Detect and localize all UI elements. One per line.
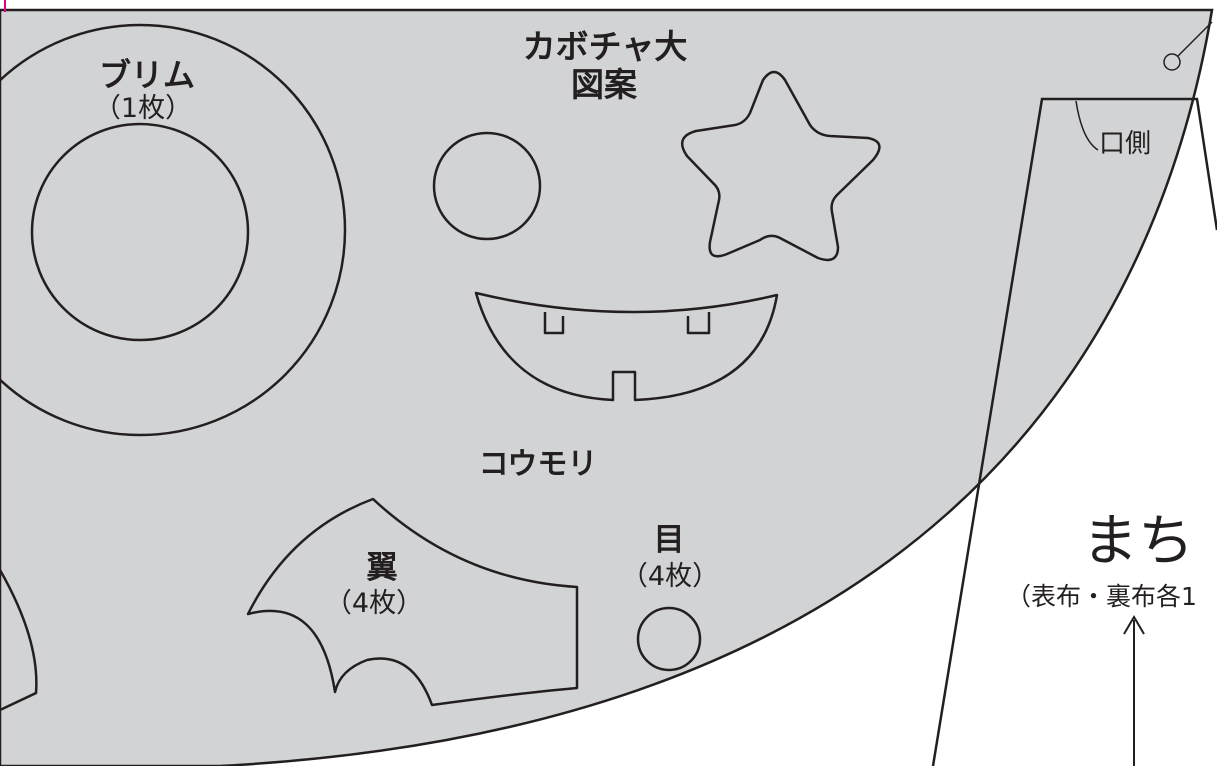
mouth-side-label: 口側 — [1099, 129, 1152, 159]
bat-eye-circle — [636, 606, 702, 672]
pumpkin-title-line1: カボチャ大 — [522, 27, 688, 66]
partial-piece-edge — [0, 569, 38, 712]
grain-arrow-icon — [1123, 615, 1145, 635]
pumpkin-title-line2: 図案 — [571, 65, 637, 104]
pin-hole-line — [1177, 21, 1213, 57]
gusset-outline — [931, 97, 1217, 766]
brim-label: ブリム — [98, 56, 196, 94]
brim-outer-ring — [0, 23, 347, 437]
wing-count: （4枚） — [324, 588, 424, 619]
brim-count: （1枚） — [93, 93, 193, 124]
fabric-panel — [0, 8, 1214, 766]
eye-label: 目 — [653, 522, 685, 558]
brim-inner-ring — [30, 122, 250, 342]
eye-count: （4枚） — [620, 561, 720, 592]
pumpkin-star-shape — [680, 70, 881, 262]
pumpkin-mouth-shape — [474, 291, 779, 402]
wing-label: 翼 — [366, 550, 398, 586]
mouth-side-leader — [1075, 100, 1099, 151]
bat-wing-shape — [246, 497, 579, 707]
gusset-label: まち — [1082, 509, 1194, 574]
pumpkin-eye-circle — [432, 131, 542, 241]
pin-hole-mark — [1163, 53, 1181, 71]
bat-title: コウモリ — [478, 447, 598, 482]
gusset-count: （表布・裏布各1 — [1006, 582, 1197, 611]
